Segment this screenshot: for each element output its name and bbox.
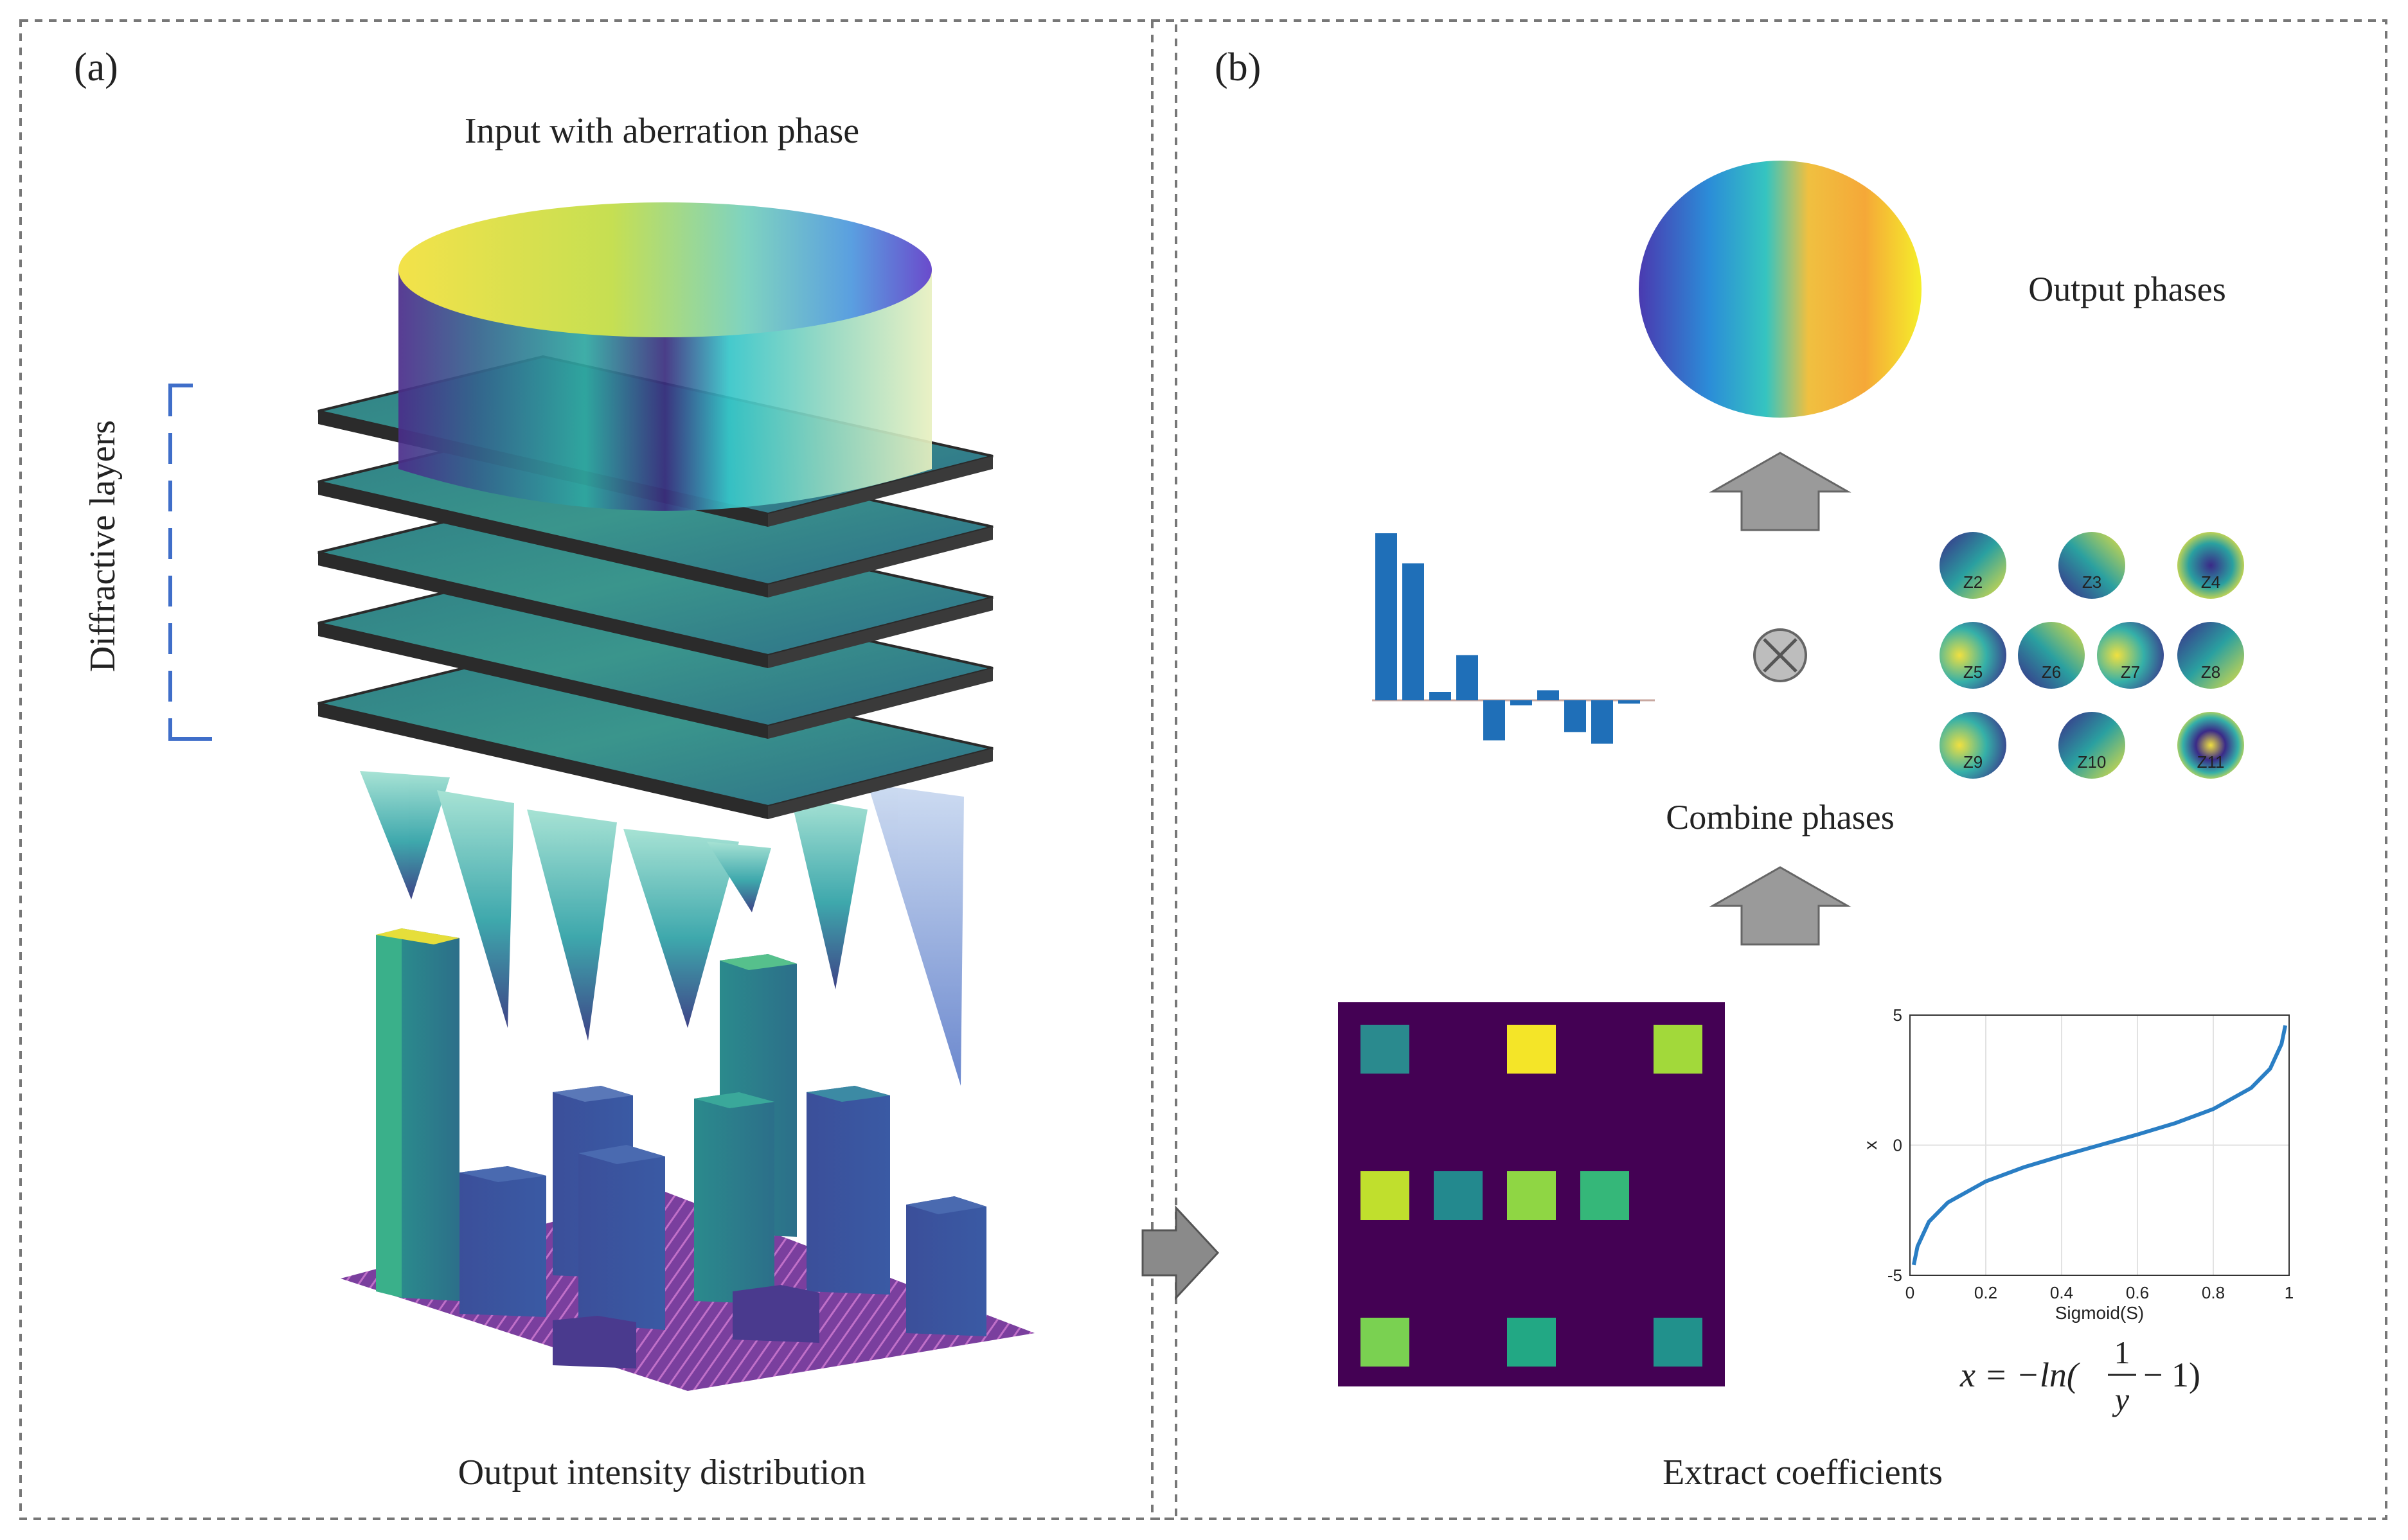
plot-border <box>1909 1014 2290 1276</box>
zernike-z2: Z2 <box>1940 532 2006 599</box>
bar-short-right <box>906 1196 986 1336</box>
svg-text:Z10: Z10 <box>2078 752 2107 772</box>
coefficient-bar <box>1618 700 1640 704</box>
svg-text:Z2: Z2 <box>1963 572 1983 592</box>
grid-cell <box>1580 1171 1629 1220</box>
grid-cell <box>1654 1025 1702 1074</box>
svg-text:Z4: Z4 <box>2201 572 2220 592</box>
zernike-z5: Z5 <box>1940 622 2006 689</box>
panel-b: (b) Output phases Z2 Z3 <box>1215 46 2294 1492</box>
combine-phases-label: Combine phases <box>1666 798 1894 836</box>
grid-cell <box>1360 1025 1409 1074</box>
panel-a-label: (a) <box>74 46 118 89</box>
zernike-discs: Z2 Z3 Z4 Z5 Z6 Z7 <box>1940 532 2244 779</box>
svg-text:Z3: Z3 <box>2082 572 2101 592</box>
x-tick-label: 0.8 <box>2202 1283 2225 1302</box>
output-phases-label: Output phases <box>2028 270 2225 308</box>
input-title: Input with aberration phase <box>465 111 859 151</box>
output-phase-disc <box>1639 161 1922 418</box>
panel-b-label: (b) <box>1215 46 1261 89</box>
up-arrow-bottom <box>1709 866 1851 946</box>
zernike-z7: Z7 <box>2097 622 2164 689</box>
coefficient-bar <box>1429 692 1451 700</box>
diffractive-layer-5 <box>317 647 994 819</box>
formula-lhs: x = −ln( <box>1959 1356 2080 1394</box>
coefficient-bar <box>1456 655 1478 700</box>
coefficient-bar <box>1375 533 1397 700</box>
formula-rhs: − 1) <box>2143 1356 2200 1394</box>
svg-text:Z9: Z9 <box>1963 752 1983 772</box>
x-tick-label: 0.4 <box>2050 1283 2073 1302</box>
plot-y-axis-label: x <box>1860 1141 1880 1150</box>
panel-a-border <box>19 19 1177 1520</box>
coefficient-bar <box>1402 563 1424 700</box>
intensity-grid <box>1338 1002 1725 1386</box>
bar-tall-left <box>376 928 459 1301</box>
panel-b-border <box>1151 19 2387 1520</box>
bar-mid-5 <box>807 1086 890 1295</box>
grid-cell <box>1360 1318 1409 1367</box>
zernike-z8: Z8 <box>2177 622 2244 689</box>
coefficient-bar <box>1510 700 1532 705</box>
coefficient-bar <box>1564 700 1586 732</box>
x-tick-label: 0.2 <box>1974 1283 1997 1302</box>
diffractive-layer-3 <box>317 496 994 668</box>
grid-cell <box>1434 1171 1483 1220</box>
bar-tiny-1 <box>553 1316 636 1368</box>
output-bars <box>376 928 986 1368</box>
formula: x = −ln( 1 y − 1) <box>1959 1334 2200 1417</box>
y-tick-label: 5 <box>1893 1005 1902 1025</box>
input-cylinder <box>398 202 932 511</box>
bar-mid-3 <box>578 1145 665 1330</box>
bar-tiny-2 <box>733 1285 819 1343</box>
zernike-z11: Z11 <box>2177 712 2244 779</box>
y-tick-label: 0 <box>1893 1136 1902 1155</box>
svg-text:Z5: Z5 <box>1963 662 1983 682</box>
coefficient-bar <box>1483 700 1505 741</box>
layers-bracket <box>168 384 212 741</box>
zernike-z9: Z9 <box>1940 712 2006 779</box>
x-tick-label: 1 <box>2285 1283 2294 1302</box>
output-title: Output intensity distribution <box>458 1453 866 1492</box>
x-tick-label: 0.6 <box>2126 1283 2149 1302</box>
diffractive-layers-label: Diffractive layers <box>83 420 123 672</box>
multiply-icon <box>1753 628 1807 682</box>
bar-mid-4 <box>694 1092 774 1304</box>
svg-text:Z7: Z7 <box>2121 662 2140 682</box>
y-tick-label: -5 <box>1887 1266 1902 1285</box>
extract-coefficients-label: Extract coefficients <box>1663 1453 1943 1492</box>
grid-cell <box>1507 1171 1556 1220</box>
grid-cell <box>1507 1318 1556 1367</box>
zernike-z4: Z4 <box>2177 532 2244 599</box>
coefficient-bar <box>1537 690 1559 700</box>
grid-cell <box>1360 1171 1409 1220</box>
inverse-sigmoid-curve <box>1911 1025 2288 1266</box>
panel-arrow <box>1141 1205 1220 1300</box>
grid-cell <box>1507 1025 1556 1074</box>
x-tick-label: 0 <box>1905 1283 1914 1302</box>
up-arrow-top <box>1709 452 1851 531</box>
svg-text:Z6: Z6 <box>2042 662 2061 682</box>
zernike-z6: Z6 <box>2018 622 2085 689</box>
coefficient-bar <box>1591 700 1613 744</box>
plot-x-axis-label: Sigmoid(S) <box>2055 1303 2144 1323</box>
coefficient-bar-chart <box>1372 533 1655 744</box>
diffractive-layer-4 <box>317 567 994 739</box>
svg-text:Z11: Z11 <box>2197 752 2225 772</box>
light-cones <box>360 771 964 1086</box>
grid-cell <box>1654 1318 1702 1367</box>
zernike-z3: Z3 <box>2058 532 2125 599</box>
zernike-z10: Z10 <box>2058 712 2125 779</box>
formula-numerator: 1 <box>2114 1334 2130 1370</box>
formula-denominator: y <box>2112 1381 2130 1417</box>
bar-mid-1 <box>459 1166 546 1317</box>
svg-text:Z8: Z8 <box>2201 662 2220 682</box>
panel-a: (a) Input with aberration phase Diffract… <box>74 46 1035 1492</box>
